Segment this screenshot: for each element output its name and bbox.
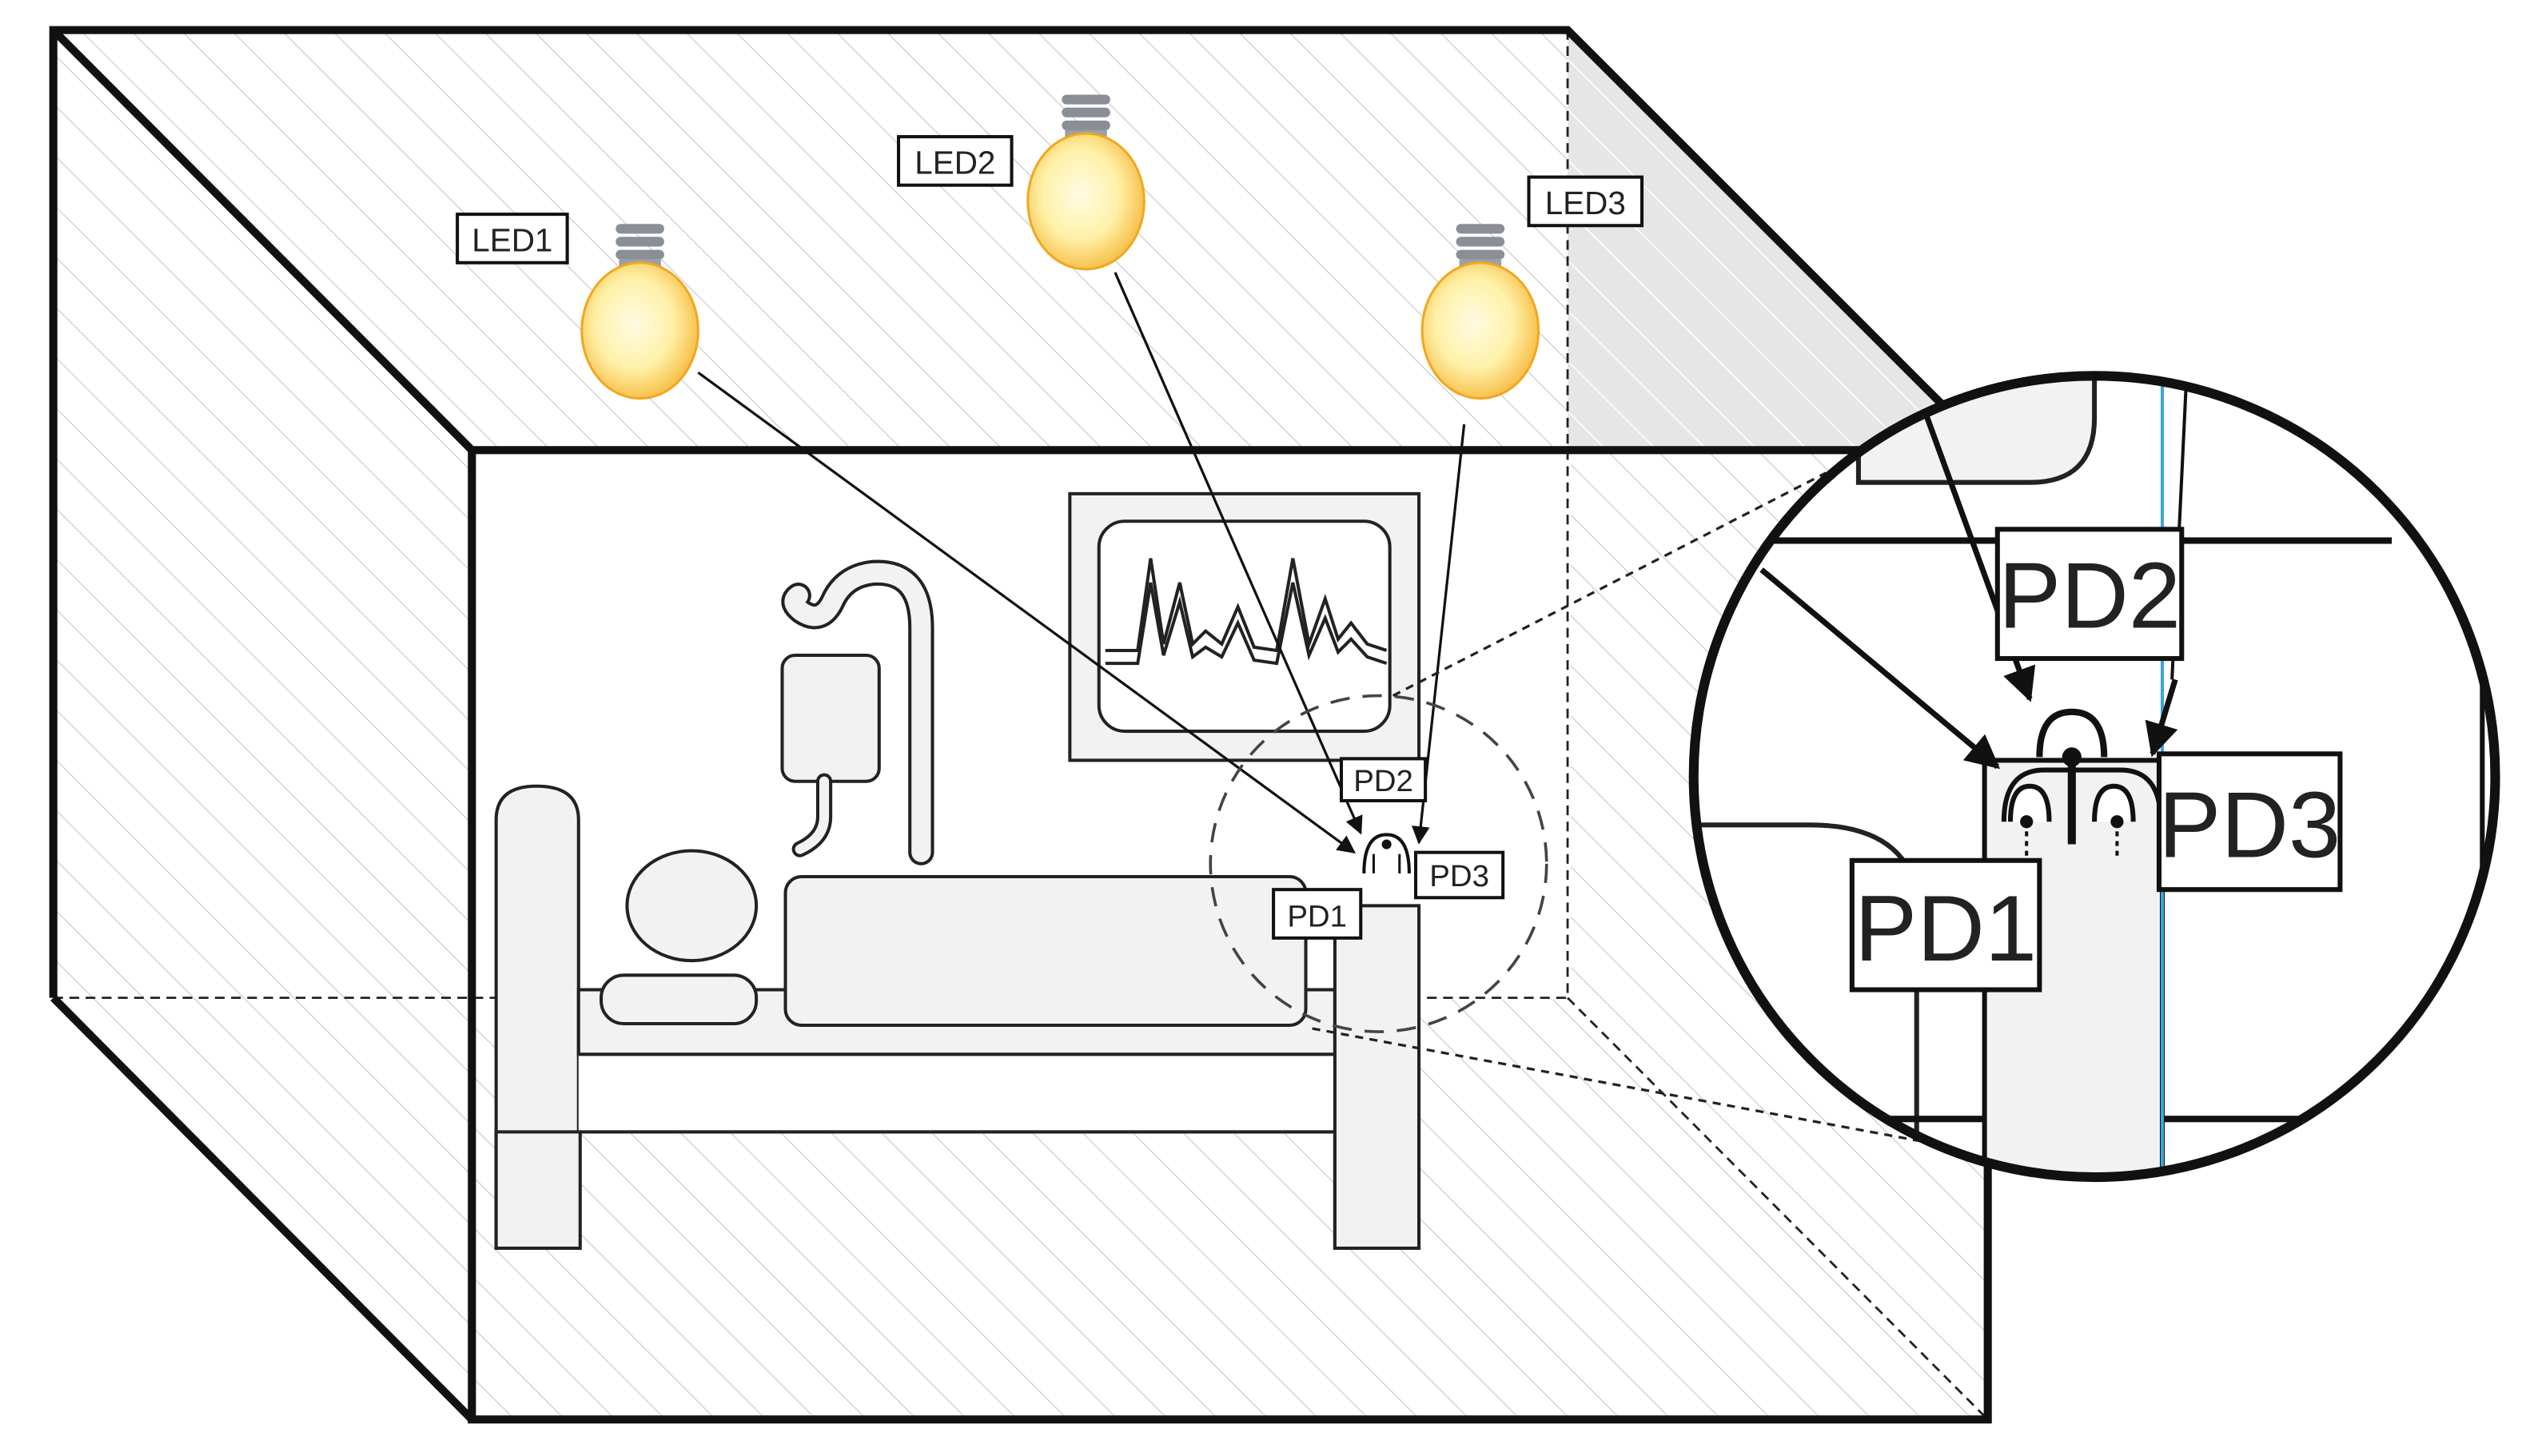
light-bulb-icon bbox=[580, 224, 699, 400]
svg-text:PD1: PD1 bbox=[1855, 876, 2037, 981]
svg-text:PD1: PD1 bbox=[1287, 900, 1347, 934]
label-pd2-small: PD2 bbox=[1339, 757, 1428, 802]
photodiode-sensor-icon bbox=[1362, 833, 1411, 873]
label-pd1-zoom: PD1 bbox=[1849, 857, 2042, 993]
magnify-source-circle bbox=[1209, 694, 1548, 1033]
svg-text:LED3: LED3 bbox=[1545, 185, 1626, 221]
magnified-inset-circle: PD2 PD3 PD1 bbox=[1688, 371, 2500, 1183]
svg-text:PD2: PD2 bbox=[1998, 543, 2181, 648]
light-bulb-icon bbox=[1420, 224, 1540, 400]
light-bulb-icon bbox=[1026, 94, 1145, 271]
label-pd3-small: PD3 bbox=[1413, 850, 1505, 900]
iv-drip-stand-icon bbox=[780, 559, 934, 865]
label-pd1-small: PD1 bbox=[1272, 888, 1363, 940]
label-led3: LED3 bbox=[1527, 175, 1644, 228]
label-pd2-zoom: PD2 bbox=[1994, 527, 2185, 662]
svg-text:PD3: PD3 bbox=[2158, 773, 2341, 877]
patient-icon bbox=[600, 849, 1308, 1028]
label-led1: LED1 bbox=[456, 213, 569, 265]
svg-text:PD2: PD2 bbox=[1353, 764, 1413, 798]
label-pd3-zoom: PD3 bbox=[2156, 751, 2343, 893]
svg-text:LED2: LED2 bbox=[914, 145, 995, 181]
svg-text:PD3: PD3 bbox=[1429, 859, 1489, 893]
vital-signs-monitor-icon bbox=[1068, 491, 1421, 762]
label-led2: LED2 bbox=[897, 135, 1014, 187]
svg-text:LED1: LED1 bbox=[472, 222, 552, 259]
